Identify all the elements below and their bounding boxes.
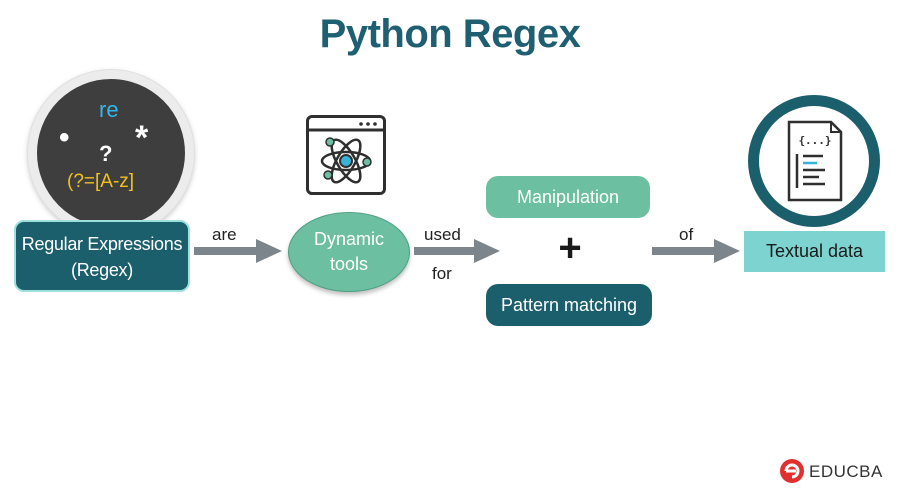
atom-app-icon — [306, 115, 386, 195]
edge-label-used: used — [424, 225, 461, 244]
atom-icon — [309, 122, 383, 184]
regex-node-line2: (Regex) — [71, 260, 133, 280]
edge-label-for: for — [432, 264, 452, 283]
regex-symbols-icon: re • * ? (?=[A-z] — [28, 70, 194, 236]
edge-label-are: are — [212, 225, 237, 244]
brand-logo: EDUCBA — [779, 458, 882, 486]
arrow-of — [652, 239, 740, 263]
edge-label-of: of — [679, 225, 694, 244]
arrow-are — [194, 239, 282, 263]
document-icon-circle: {...} — [748, 95, 880, 227]
doc-braces: {...} — [798, 134, 831, 147]
lookahead-symbol: (?=[A-z] — [67, 171, 135, 192]
dynamic-tools-line1: Dynamic — [313, 229, 384, 249]
regex-node: Regular Expressions (Regex) — [14, 220, 190, 292]
educba-logo-icon — [780, 459, 804, 483]
dynamic-tools-node: Dynamic tools — [288, 212, 410, 292]
question-symbol: ? — [99, 141, 113, 166]
manipulation-node: Manipulation — [486, 176, 650, 218]
dot-symbol: • — [59, 121, 70, 154]
textual-data-node: Textual data — [744, 231, 885, 272]
star-symbol: * — [135, 119, 149, 157]
document-icon: {...} — [787, 120, 843, 202]
dynamic-tools-line2: tools — [329, 254, 369, 274]
arrow-used-for — [414, 239, 500, 263]
page-title: Python Regex — [319, 12, 581, 56]
brand-name: EDUCBA — [809, 462, 883, 481]
regex-node-line1: Regular Expressions — [21, 234, 183, 254]
pattern-matching-node: Pattern matching — [486, 284, 652, 326]
plus-sign: + — [558, 226, 582, 270]
re-symbol: re — [99, 97, 119, 122]
